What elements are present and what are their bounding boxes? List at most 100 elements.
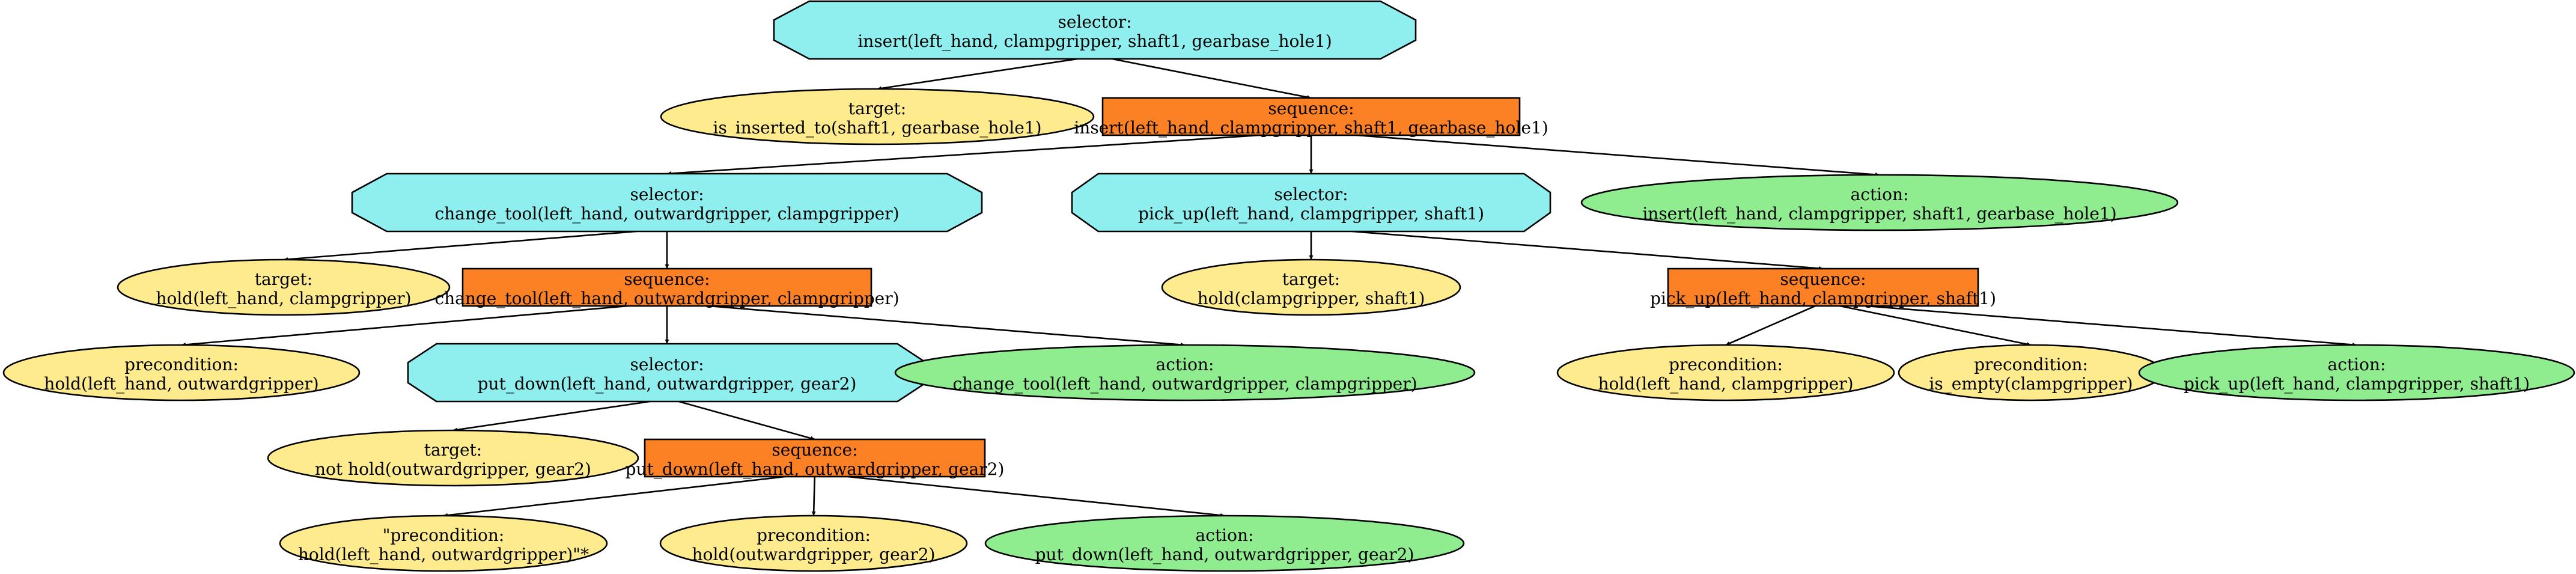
node-label-expression: insert(left_hand, clampgripper, shaft1, … [857, 31, 1332, 51]
condition-node: precondition:hold(left_hand, outwardgrip… [2, 344, 361, 401]
node-label-type: selector: [630, 355, 704, 374]
condition-node: precondition:hold(left_hand, clampgrippe… [1556, 344, 1895, 401]
edge-n3-n4 [666, 134, 1260, 176]
edge-n12-n18 [678, 400, 815, 441]
node-label-expression: not hold(outwardgripper, gear2) [315, 459, 591, 479]
node-label-type: action: [2328, 355, 2386, 374]
node-label-expression: hold(outwardgripper, gear2) [692, 545, 936, 564]
selector-node: selector:change_tool(left_hand, outwardg… [351, 173, 983, 233]
node-label-type: target: [1282, 269, 1341, 289]
condition-shape [1161, 258, 1461, 316]
condition-node: target:not hold(outwardgripper, gear2) [267, 429, 639, 487]
node-label-type: sequence: [1780, 269, 1866, 289]
node-label-expression: change_tool(left_hand, outwardgripper, c… [434, 289, 899, 308]
sequence-shape [1667, 267, 1979, 307]
condition-node: precondition:hold(outwardgripper, gear2) [659, 514, 968, 572]
node-label-expression: put_down(left_hand, outwardgripper, gear… [626, 459, 1005, 479]
edge-n18-n21 [847, 475, 1225, 518]
edge-n12-n17 [452, 400, 650, 432]
sequence-shape [1101, 97, 1521, 136]
edge-n8-n11 [181, 305, 629, 347]
edge-n1-n2 [877, 58, 1078, 91]
condition-shape [659, 514, 968, 572]
action-shape [2138, 344, 2575, 401]
node-label-type: sequence: [1268, 99, 1354, 118]
node-label-type: selector: [1274, 185, 1348, 204]
edge-n4-n7 [283, 230, 637, 261]
edge-n5-n10 [1352, 230, 1824, 270]
selector-shape [407, 343, 927, 403]
selector-node: selector:insert(left_hand, clampgripper,… [773, 0, 1417, 60]
selector-shape [1071, 173, 1551, 233]
node-label-expression: insert(left_hand, clampgripper, shaft1, … [1642, 204, 2116, 224]
node-label-expression: is_empty(clampgripper) [1929, 374, 2133, 394]
condition-node: "precondition:hold(left_hand, outwardgri… [279, 514, 608, 572]
node-label-expression: hold(left_hand, outwardgripper)"* [298, 545, 589, 564]
node-label-expression: hold(left_hand, clampgripper) [1598, 374, 1853, 394]
node-label-type: selector: [630, 185, 704, 204]
edge-n10-n14 [1725, 305, 1816, 346]
edge-n1-n3 [1112, 58, 1312, 100]
sequence-shape [461, 267, 872, 307]
sequence-node: sequence:pick_up(left_hand, clampgripper… [1650, 267, 1996, 308]
condition-node: target:hold(left_hand, clampgripper) [117, 258, 451, 316]
node-label-type: action: [1156, 355, 1214, 374]
edge-n8-n13 [708, 305, 1186, 347]
edge-n10-n15 [1839, 305, 2032, 347]
node-label-type: precondition: [1669, 355, 1783, 374]
node-label-expression: pick_up(left_hand, clampgripper, shaft1) [2184, 374, 2530, 394]
edge-n10-n16 [1865, 305, 2357, 347]
edge-n18-n20 [811, 476, 816, 516]
node-label-type: selector: [1058, 12, 1131, 32]
condition-node: target:hold(clampgripper, shaft1) [1161, 258, 1461, 316]
node-label-expression: hold(clampgripper, shaft1) [1198, 289, 1425, 308]
action-shape [1580, 174, 2179, 231]
node-label-type: sequence: [772, 440, 857, 460]
selector-shape [773, 0, 1417, 60]
action-node: action:pick_up(left_hand, clampgripper, … [2138, 344, 2575, 401]
edge-n3-n6 [1356, 134, 1880, 177]
node-label-expression: pick_up(left_hand, clampgripper, shaft1) [1650, 289, 1996, 308]
action-node: action:insert(left_hand, clampgripper, s… [1580, 174, 2179, 231]
sequence-node: sequence:insert(left_hand, clampgripper,… [1074, 97, 1548, 138]
node-label-type: target: [255, 269, 313, 289]
edge-n18-n19 [443, 475, 785, 518]
node-label-expression: pick_up(left_hand, clampgripper, shaft1) [1138, 204, 1484, 224]
sequence-shape [644, 438, 986, 478]
node-label-expression: put_down(left_hand, outwardgripper, gear… [478, 374, 857, 394]
node-label-type: target: [848, 99, 907, 118]
node-label-type: precondition: [1974, 355, 2088, 374]
node-label-type: action: [1196, 525, 1254, 545]
condition-shape [267, 429, 639, 487]
selector-node: selector:put_down(left_hand, outwardgrip… [407, 343, 927, 403]
condition-node: target:is_inserted_to(shaft1, gearbase_h… [660, 88, 1095, 145]
node-label-expression: change_tool(left_hand, outwardgripper, c… [434, 204, 899, 224]
node-label-type: precondition: [757, 525, 871, 545]
selector-node: selector:pick_up(left_hand, clampgripper… [1071, 173, 1551, 233]
node-label-expression: hold(left_hand, clampgripper) [156, 289, 411, 308]
sequence-node: sequence:change_tool(left_hand, outwardg… [434, 267, 900, 308]
sequence-node: sequence:put_down(left_hand, outwardgrip… [626, 438, 1005, 479]
action-shape [984, 514, 1465, 572]
action-shape [894, 344, 1476, 401]
edge-layer [181, 58, 2357, 518]
condition-shape [660, 88, 1095, 145]
condition-shape [1556, 344, 1895, 401]
action-node: action:put_down(left_hand, outwardgrippe… [984, 514, 1465, 572]
node-label-expression: insert(left_hand, clampgripper, shaft1, … [1074, 118, 1548, 138]
node-label-expression: is_inserted_to(shaft1, gearbase_hole1) [713, 118, 1041, 138]
node-label-expression: put_down(left_hand, outwardgripper, gear… [1035, 545, 1414, 564]
condition-node: precondition:is_empty(clampgripper) [1898, 344, 2164, 401]
node-label-type: target: [424, 440, 483, 460]
selector-shape [351, 173, 983, 233]
action-node: action:change_tool(left_hand, outwardgri… [894, 344, 1476, 401]
node-label-expression: hold(left_hand, outwardgripper) [44, 374, 318, 394]
condition-shape [279, 514, 608, 572]
condition-shape [117, 258, 451, 316]
condition-shape [2, 344, 361, 401]
node-label-type: sequence: [624, 269, 710, 289]
node-label-type: action: [1851, 185, 1909, 204]
node-label-type: precondition: [124, 355, 239, 374]
